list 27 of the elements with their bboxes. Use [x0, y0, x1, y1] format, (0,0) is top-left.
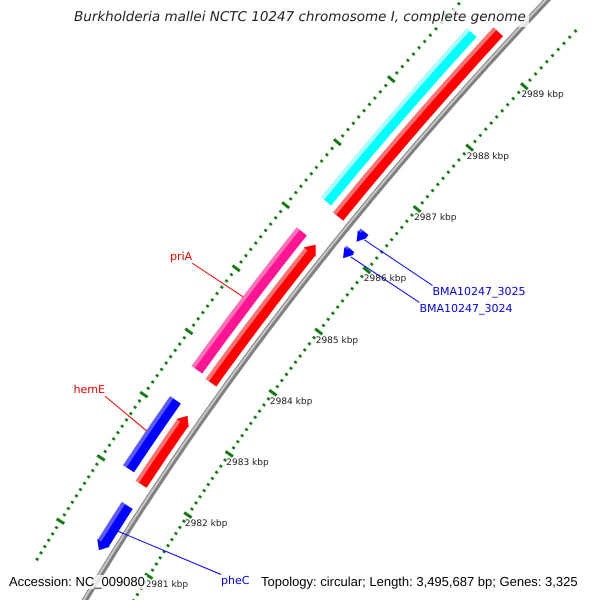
scale-label: 2984 kbp [270, 396, 312, 408]
gene-label: priA [170, 250, 192, 264]
scale-label: 2982 kbp [184, 519, 228, 530]
scale-label: 2986 kbp [364, 274, 406, 285]
scale-label: 2983 kbp [226, 458, 269, 468]
leader-line [350, 256, 420, 303]
title: Burkholderia mallei NCTC 10247 chromosome I, complete genome [71, 9, 529, 27]
gene-feature-block [343, 246, 354, 258]
scale-label: 2987 kbp [414, 212, 456, 224]
leader-line [192, 262, 244, 298]
gene-label: BMA10247_3025 [432, 286, 526, 298]
gene-feature-block [97, 502, 133, 550]
scale-label: 2981 kbp [146, 580, 188, 591]
genome-info-text: Topology: circular; Length: 3,495,687 bp; Genes: 3,325 [259, 574, 580, 590]
leader-line [118, 530, 222, 575]
gene-label: hemE [74, 384, 105, 396]
gene-label: pheC [221, 574, 250, 588]
scale-label: 2985 kbp [316, 336, 358, 346]
gene-feature-block [206, 244, 316, 387]
gene-feature-block [356, 228, 368, 242]
gene-label: BMA10247_3024 [420, 302, 513, 316]
leader-line [104, 396, 147, 432]
scale-label: 2988 kbp [466, 152, 509, 162]
gene-feature-block [136, 416, 189, 488]
scale-label: 2989 kbp [521, 90, 564, 101]
accession-text: Accession: NC_009080 [7, 574, 147, 590]
leader-line [364, 239, 433, 286]
